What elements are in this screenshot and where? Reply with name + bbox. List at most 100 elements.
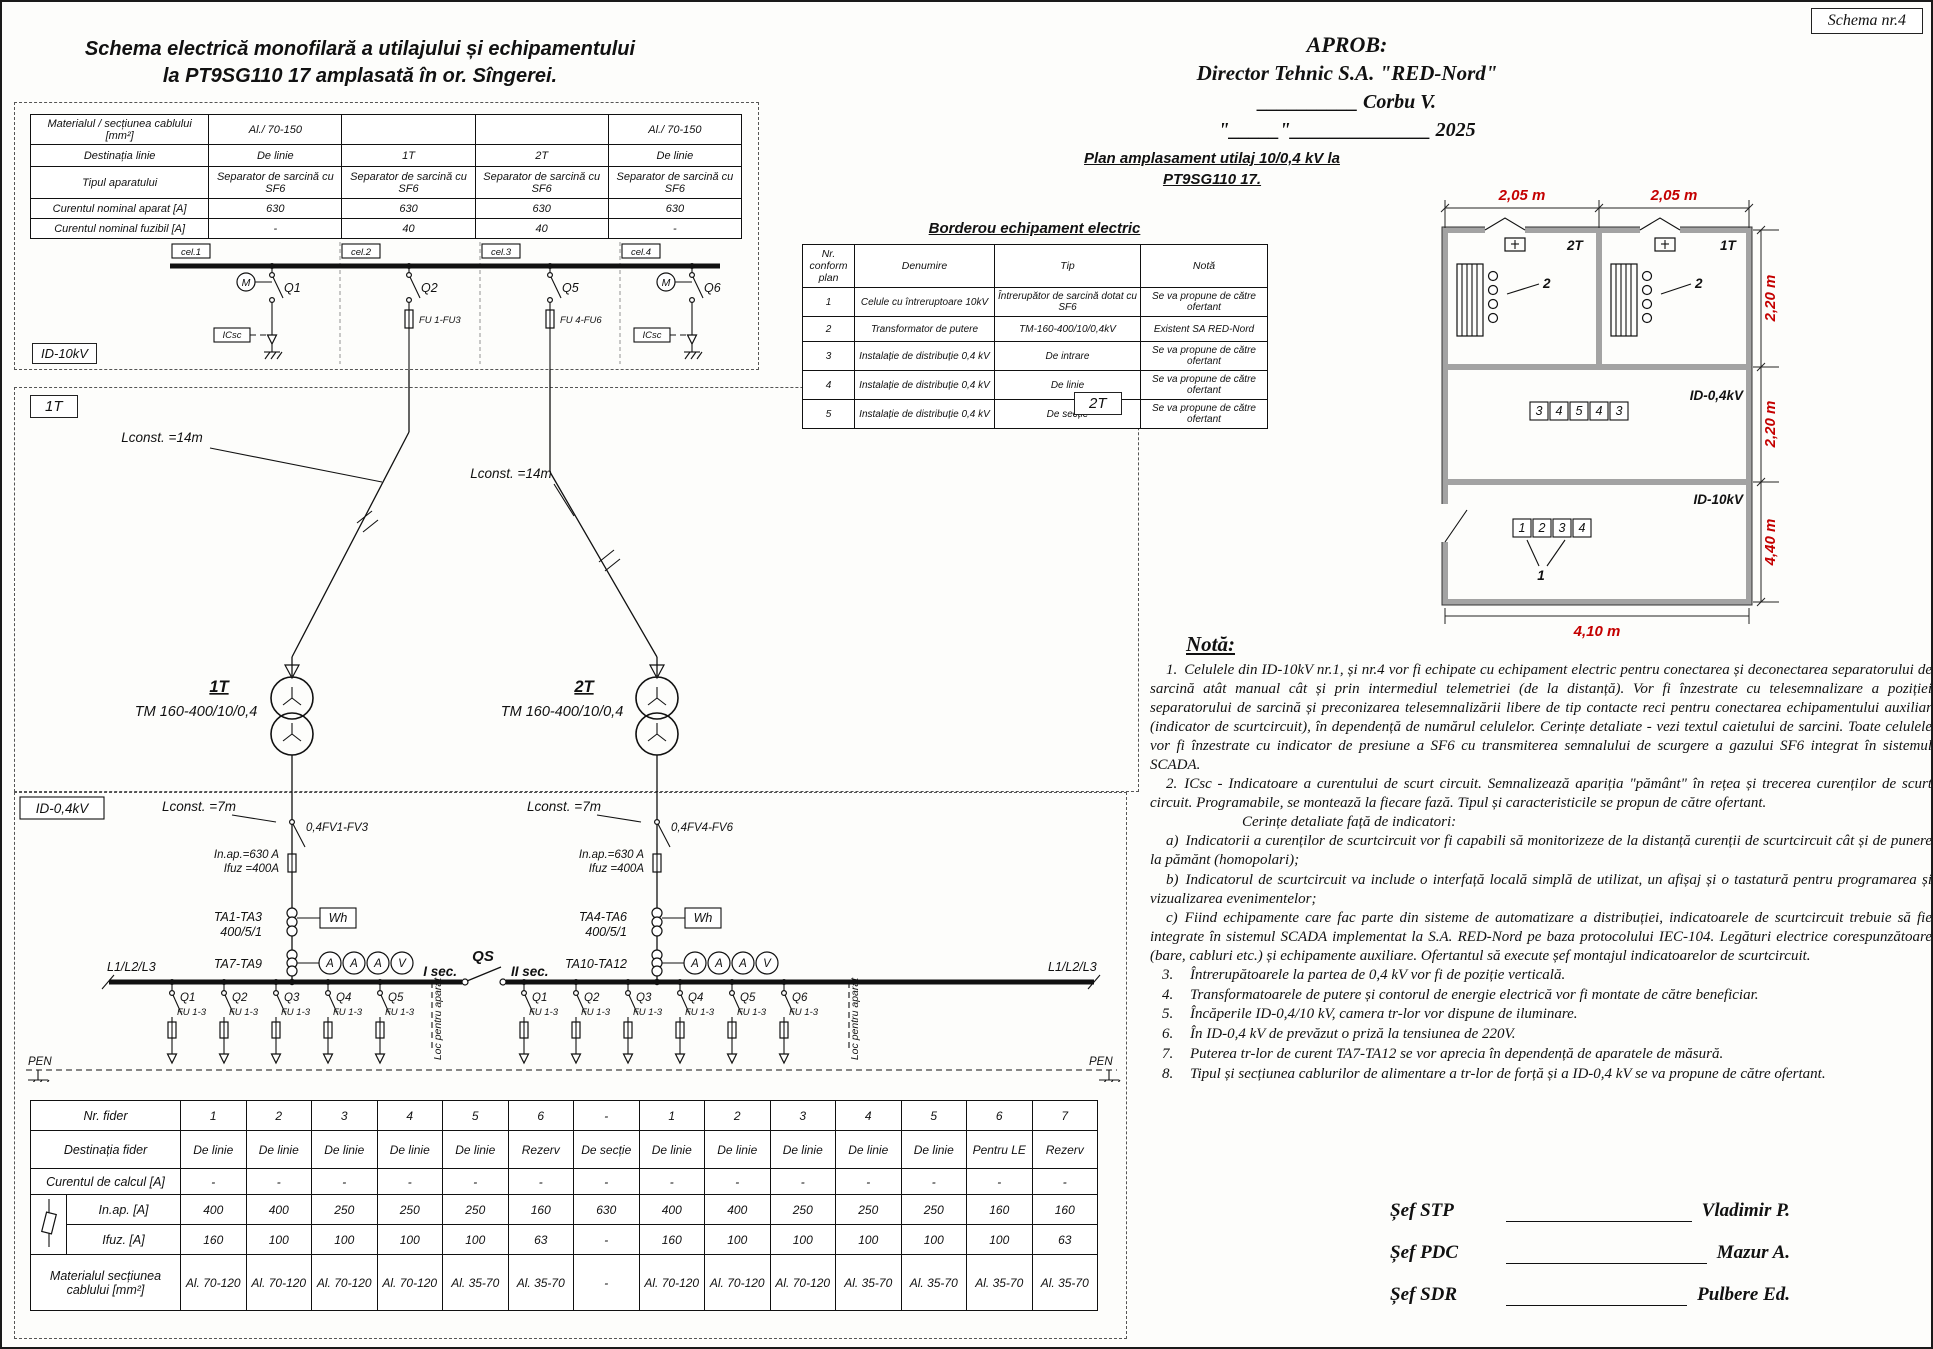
fider-number: 5 <box>900 1100 967 1131</box>
table-row: Materialul secțiunea cablului [mm²]Al. 7… <box>30 1254 1098 1311</box>
signature-name: Mazur A. <box>1716 1242 1790 1263</box>
feeder-fuse-label: FU 1-3 <box>333 1007 363 1018</box>
note-item: b)Indicatorul de scurtcircuit va include… <box>1150 871 1932 907</box>
apparatus-value: 40 <box>474 218 609 239</box>
meter-icon <box>366 951 390 975</box>
bus-tie-label: QS <box>472 948 494 965</box>
fider-number: 4 <box>835 1100 902 1131</box>
borderou-cell: Se va propune de către ofertant <box>1140 370 1268 400</box>
note-item-number: b) <box>1166 871 1179 888</box>
fider-inap: 250 <box>442 1194 509 1225</box>
fider-inap: 250 <box>900 1194 967 1225</box>
plan-cell-number: 1 <box>1519 521 1526 535</box>
borderou-cell: Se va propune de către ofertant <box>1140 287 1268 317</box>
borderou-cell: 4 <box>802 370 855 400</box>
note-item-number: 6. <box>1162 1026 1174 1043</box>
table-row: Materialul / secțiunea cablului [mm²]Al.… <box>29 114 743 145</box>
fider-calc-current: - <box>900 1168 967 1195</box>
fider-inap: 400 <box>180 1194 247 1225</box>
plan-marker: 1 <box>1537 568 1545 583</box>
reserved-slot-label: Loc pentru aparat <box>849 977 861 1060</box>
fider-calc-current: - <box>835 1168 902 1195</box>
fider-number: 4 <box>376 1100 443 1131</box>
apparatus-value: 630 <box>341 198 476 219</box>
meter-label: A <box>349 958 358 970</box>
apparatus-value: De linie <box>607 144 743 167</box>
plan-dimension: 2,05 m <box>1650 187 1698 204</box>
id10kv-schematic: cel.1 cel.2 cel.3 cel.4 M ICsc Q1 <box>170 242 721 370</box>
switch-label: Q2 <box>421 281 438 295</box>
apparatus-value <box>341 114 476 145</box>
fider-ifuz: 100 <box>966 1224 1033 1255</box>
approval-director: Director Tehnic S.A. "RED-Nord" <box>1196 61 1498 85</box>
fider-calc-current: - <box>704 1168 771 1195</box>
plan-title-line1: Plan amplasament utilaj 10/0,4 kV la <box>1084 150 1340 167</box>
fider-calc-current: - <box>311 1168 378 1195</box>
fider-row-label: Destinația fider <box>30 1130 181 1169</box>
plan-room-label: 2T <box>1566 238 1585 253</box>
fider-destination: De linie <box>442 1130 509 1169</box>
input-switch-fuse-right <box>651 819 722 977</box>
plan-cell-number: 2 <box>1538 521 1546 535</box>
feeder-switch-label: Q4 <box>336 992 351 1004</box>
note-item-number: 5. <box>1162 1006 1174 1023</box>
reserved-slot-label: Loc pentru aparat <box>432 977 444 1060</box>
plan-room-label: ID-0,4kV <box>1690 388 1744 403</box>
borderou-cell: Se va propune de către ofertant <box>1140 399 1268 429</box>
fider-material: Al. 70-120 <box>638 1254 705 1311</box>
apparatus-value: Al./ 70-150 <box>607 114 743 145</box>
apparatus-value: Separator de sarcină cu SF6 <box>208 166 343 199</box>
plan-cell-number: 3 <box>1536 404 1543 418</box>
fider-material: Al. 70-120 <box>376 1254 443 1311</box>
fider-material: - <box>573 1254 640 1311</box>
note-item: c)Fiind echipamente care fac parte din s… <box>1150 909 1932 964</box>
fider-inap: 400 <box>704 1194 771 1225</box>
fider-inap: 250 <box>311 1194 378 1225</box>
note-item-number: 7. <box>1162 1045 1174 1062</box>
note-item: 5.Încăperile ID-0,4/10 kV, camera tr-lor… <box>1150 1005 1931 1025</box>
plan-room-label: 1T <box>1720 238 1738 253</box>
id10kv-section-border <box>14 102 759 370</box>
plan-walls <box>1441 226 1753 606</box>
fuse-symbol-icon <box>40 1199 57 1247</box>
switch-label: Q1 <box>284 281 301 295</box>
apparatus-row-label: Curentul nominal aparat [A] <box>29 198 210 219</box>
fider-material: Al. 35-70 <box>507 1254 574 1311</box>
fider-row-label: Curentul de calcul [A] <box>30 1168 181 1195</box>
apparatus-value: 1T <box>341 144 476 167</box>
note-item: a)Indicatorii a curenților de scurtcircu… <box>1150 833 1932 869</box>
approval-date-line: "_____"______________ 2025 <box>1218 119 1476 141</box>
apparatus-value: 630 <box>474 198 609 219</box>
fider-material: Al. 35-70 <box>966 1254 1033 1311</box>
signature-name: Vladimir P. <box>1701 1200 1790 1221</box>
note-item-number: 4. <box>1162 986 1174 1003</box>
meter-icon <box>755 951 779 975</box>
cell4-line-switch <box>633 263 704 360</box>
plan-transformer-right <box>1610 263 1692 337</box>
fider-row-label: In.ap. [A] <box>66 1194 181 1225</box>
transformer-type: TM 160-400/10/0,4 <box>501 704 624 720</box>
borderou-cell: Instalație de distribuție 0,4 kV <box>854 341 995 371</box>
reserved-slots <box>431 982 850 1052</box>
fider-inap: 400 <box>245 1194 312 1225</box>
feeder-q4: Q4 FU 1-3 <box>322 979 363 1065</box>
signature-role: Șef PDC <box>1390 1242 1459 1263</box>
apparatus-value: 2T <box>474 144 609 167</box>
ct-label: TA1-TA3 <box>214 910 262 924</box>
plan-title-line2: PT9SG110 17. <box>1162 171 1262 188</box>
borderou-header: Nr. conform plan <box>802 244 855 288</box>
fider-destination: De linie <box>769 1130 836 1169</box>
fider-number: 2 <box>245 1100 312 1131</box>
plan-cell-number: 5 <box>1576 404 1583 418</box>
id04-section-label: ID-0,4kV <box>36 801 91 816</box>
fider-calc-current: - <box>376 1168 443 1195</box>
notes-block: Notă: 1.Celulele din ID-10kV nr.1, și nr… <box>1150 632 1932 1085</box>
floor-plan: 2 2 2T 1T ID-0,4kV 3 4 5 4 3 ID-10kV 1 2 <box>1438 187 1779 640</box>
apparatus-row-label: Curentul nominal fuzibil [A] <box>29 218 210 239</box>
phases-label: L1/L2/L3 <box>107 960 156 974</box>
feeder-fuse-label: FU 1-3 <box>281 1007 311 1018</box>
